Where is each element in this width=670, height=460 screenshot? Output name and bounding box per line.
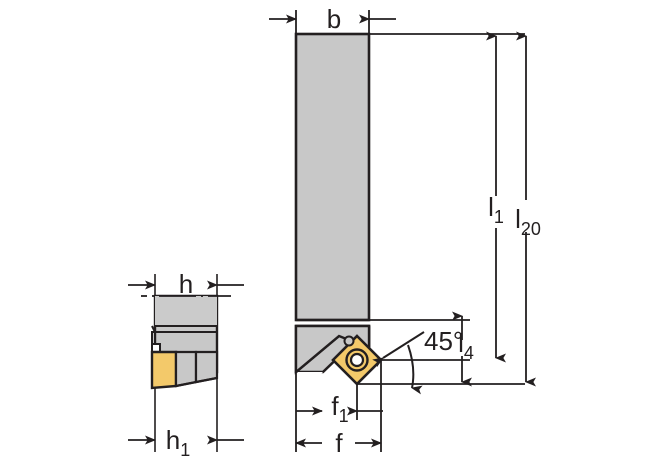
angle-leader-upper bbox=[372, 331, 425, 368]
dimension-h: h bbox=[128, 269, 244, 299]
side-view-insert bbox=[331, 334, 383, 386]
dim-label-l4: l4 bbox=[458, 328, 474, 363]
dim-label-l1: l1 bbox=[488, 192, 504, 227]
angle-arc bbox=[407, 344, 423, 395]
end-view-upper-block bbox=[155, 296, 217, 326]
dimension-l20: l20 bbox=[515, 31, 541, 387]
end-view-insert bbox=[150, 350, 178, 390]
dimension-l4: l4 bbox=[452, 311, 474, 387]
end-view-insert-seat bbox=[174, 350, 198, 388]
dim-label-f: f bbox=[335, 428, 343, 458]
dimension-b: b bbox=[269, 4, 396, 40]
side-view-group: b l1 l20 bbox=[269, 4, 541, 458]
side-view-chamfer-relief bbox=[296, 372, 323, 398]
dim-label-h1: h1 bbox=[166, 425, 190, 460]
dimension-f: f bbox=[295, 428, 382, 458]
side-view-witness-lines bbox=[357, 33, 525, 385]
dim-label-b: b bbox=[327, 4, 341, 34]
lead-angle-annotation: 45° bbox=[372, 326, 463, 395]
dim-label-f1: f1 bbox=[331, 391, 348, 426]
dim-label-h: h bbox=[179, 269, 193, 299]
lead-angle-label: 45° bbox=[424, 326, 463, 356]
end-view-bottom-edge bbox=[175, 376, 218, 388]
side-view-shank bbox=[294, 32, 371, 322]
dimension-h1: h1 bbox=[128, 425, 244, 460]
dimension-f1: f1 bbox=[296, 391, 383, 426]
dimension-l1: l1 bbox=[486, 31, 506, 363]
end-view-group: h h1 bbox=[128, 269, 244, 460]
dim-label-l20: l20 bbox=[515, 204, 541, 239]
insert-screw-head bbox=[343, 335, 355, 347]
insert-hole-inner bbox=[349, 352, 365, 368]
